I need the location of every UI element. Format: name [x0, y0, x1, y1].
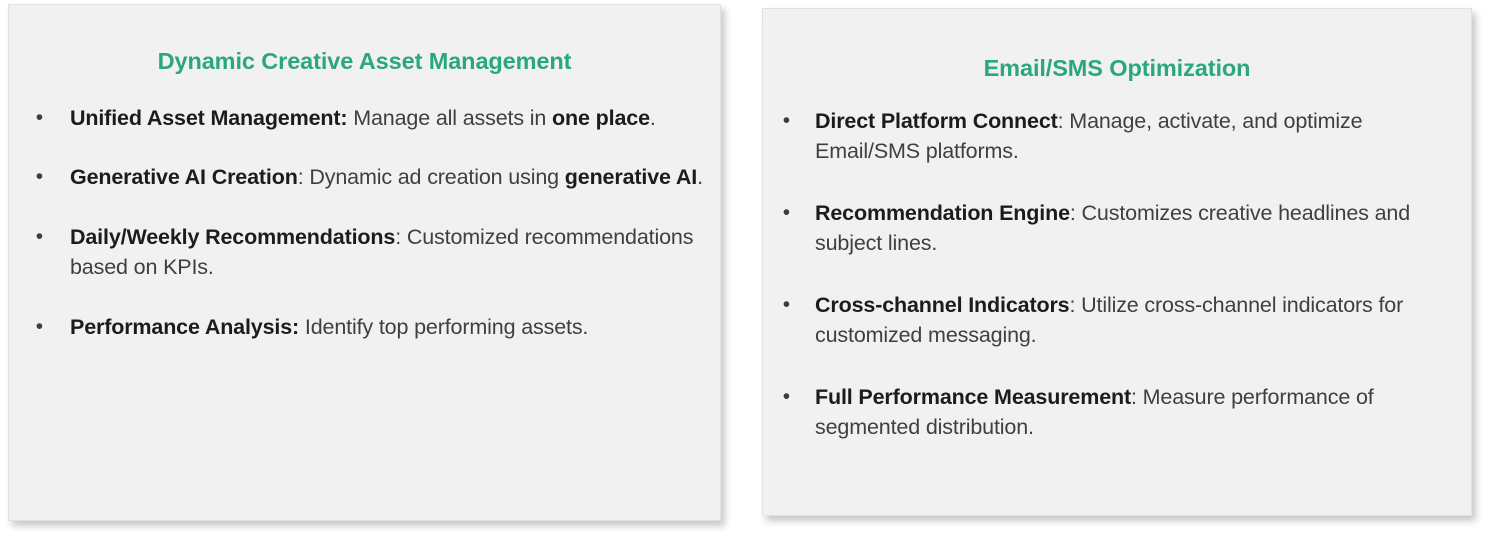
- list-item-lead: Generative AI Creation: [70, 165, 298, 190]
- list-item: • Recommendation Engine: Customizes crea…: [763, 198, 1471, 259]
- list-item-rest: Manage all assets in: [347, 105, 553, 130]
- card-email-sms-optimization: Email/SMS Optimization • Direct Platform…: [762, 8, 1472, 516]
- list-item-rest: : Dynamic ad creation using: [297, 165, 565, 190]
- bullet-list: • Unified Asset Management: Manage all a…: [9, 103, 720, 343]
- bullet-point-icon: •: [782, 292, 790, 316]
- list-item-rest: : Manage, activate, and optimize Email/S…: [815, 108, 1363, 164]
- list-item: • Full Performance Measurement: Measure …: [763, 382, 1471, 443]
- list-item-lead: Direct Platform Connect: [815, 108, 1058, 133]
- bullet-point-icon: •: [35, 105, 43, 129]
- list-item-tail: .: [697, 165, 703, 190]
- list-item-emphasis: one place: [552, 105, 650, 130]
- list-item-lead: Unified Asset Management:: [70, 105, 348, 130]
- bullet-point-icon: •: [782, 384, 790, 408]
- bullet-point-icon: •: [35, 314, 43, 338]
- card-title: Email/SMS Optimization: [983, 55, 1251, 81]
- bullet-point-icon: •: [35, 165, 43, 189]
- list-item-rest: : Customizes creative headlines and subj…: [815, 200, 1411, 256]
- card-dynamic-creative-asset-management: Dynamic Creative Asset Management • Unif…: [8, 4, 721, 521]
- bullet-point-icon: •: [782, 200, 790, 224]
- list-item-rest: : Customized recommendations based on KP…: [70, 224, 694, 280]
- list-item: • Daily/Weekly Recommendations: Customiz…: [9, 222, 720, 283]
- list-item: • Performance Analysis: Identify top per…: [9, 312, 720, 343]
- bullet-point-icon: •: [35, 224, 43, 248]
- list-item-rest: : Measure performance of segmented distr…: [815, 384, 1374, 440]
- list-item: • Direct Platform Connect: Manage, activ…: [763, 106, 1471, 167]
- list-item: • Unified Asset Management: Manage all a…: [9, 103, 720, 134]
- list-item-rest: Identify top performing assets.: [299, 314, 589, 339]
- list-item-lead: Cross-channel Indicators: [815, 292, 1070, 317]
- bullet-list: • Direct Platform Connect: Manage, activ…: [763, 106, 1471, 443]
- bullet-point-icon: •: [782, 108, 790, 132]
- list-item-lead: Full Performance Measurement: [815, 384, 1132, 409]
- list-item-lead: Performance Analysis:: [70, 314, 300, 339]
- list-item-tail: .: [649, 105, 656, 130]
- list-item: • Cross-channel Indicators: Utilize cros…: [763, 290, 1471, 351]
- list-item-lead: Recommendation Engine: [815, 200, 1070, 225]
- list-item-rest: : Utilize cross-channel indicators for c…: [815, 292, 1404, 348]
- list-item-lead: Daily/Weekly Recommendations: [70, 224, 396, 249]
- list-item-emphasis: generative AI: [564, 165, 698, 190]
- list-item: • Generative AI Creation: Dynamic ad cre…: [9, 162, 720, 193]
- card-title: Dynamic Creative Asset Management: [157, 48, 572, 74]
